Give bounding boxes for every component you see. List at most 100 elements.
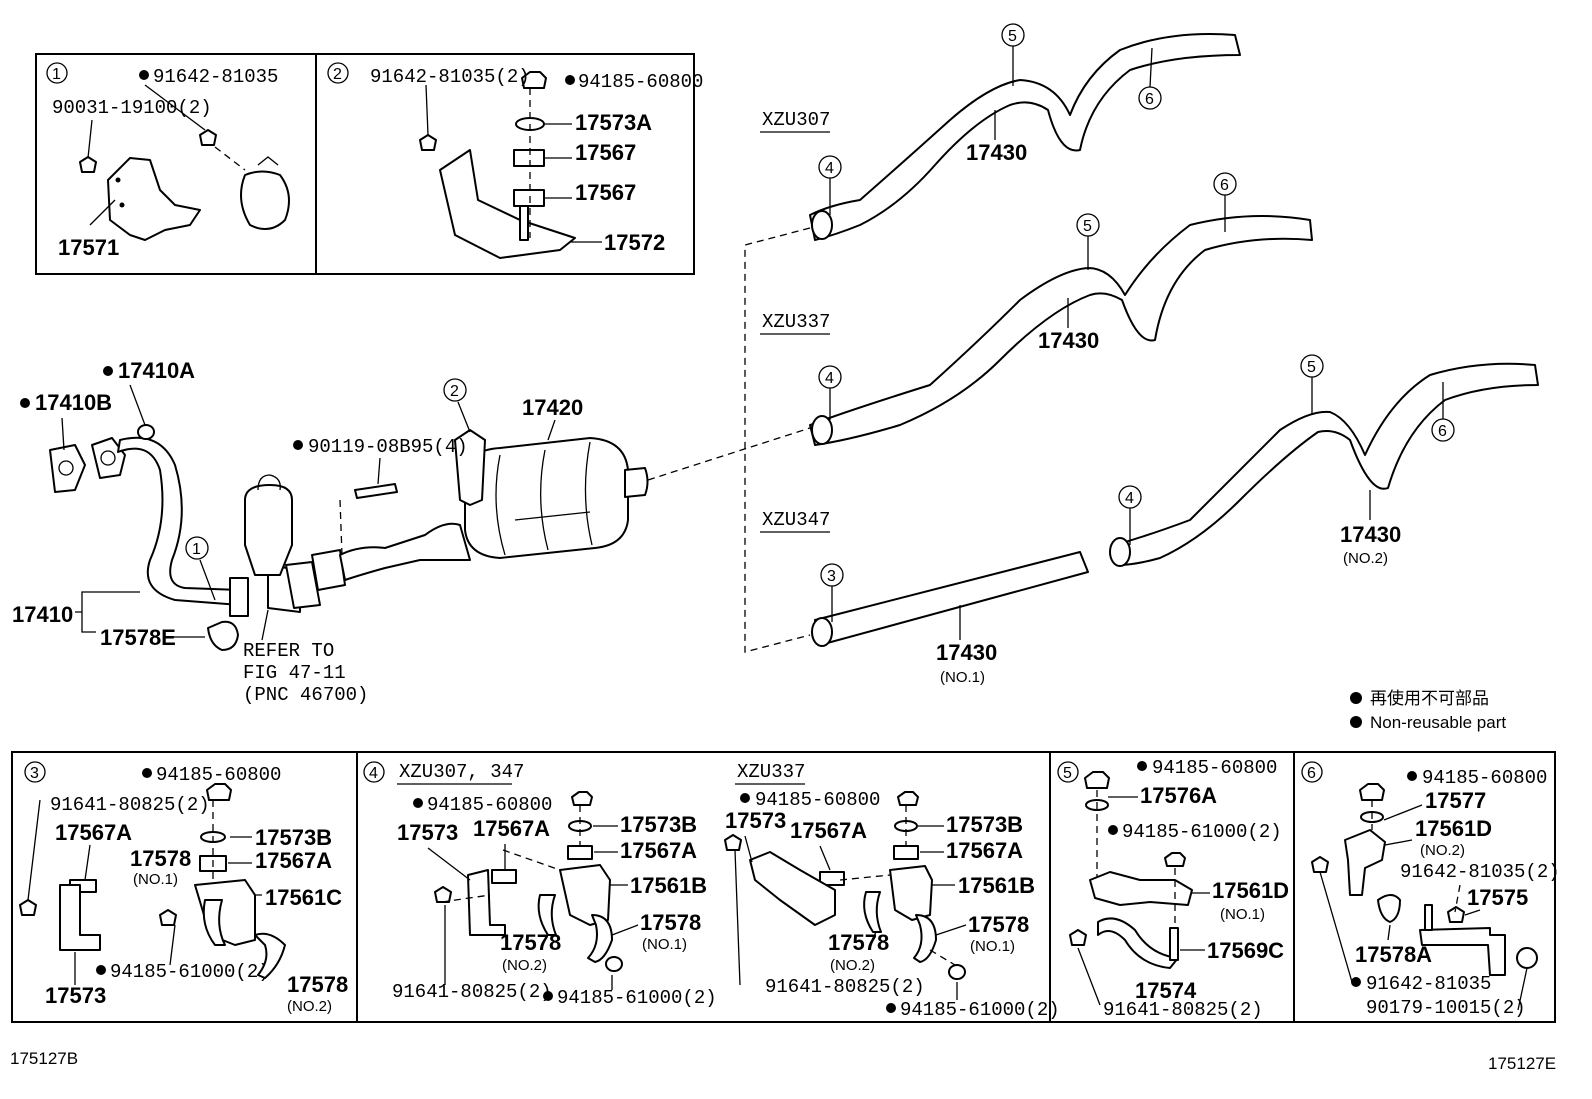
bolt-90119 — [354, 483, 398, 499]
svg-text:94185-60800: 94185-60800 — [156, 764, 281, 786]
svg-text:17561B: 17561B — [630, 873, 707, 898]
pipe-end — [811, 210, 833, 240]
svg-text:17567: 17567 — [575, 180, 636, 205]
svg-text:(NO.1): (NO.1) — [1220, 906, 1265, 923]
pipe-end — [1109, 537, 1131, 567]
nut — [897, 791, 919, 806]
svg-text:17567A: 17567A — [790, 818, 867, 843]
svg-text:94185-61000(2): 94185-61000(2) — [110, 961, 270, 983]
front-exhaust-pipe — [117, 436, 241, 606]
svg-text:5: 5 — [1008, 28, 1017, 45]
nut — [1084, 771, 1110, 789]
svg-text:(NO.1): (NO.1) — [940, 669, 985, 686]
cushion — [513, 149, 545, 167]
svg-text:17430: 17430 — [936, 640, 997, 665]
clamp-no2 — [863, 891, 882, 933]
svg-text:17571: 17571 — [58, 235, 119, 260]
bracket-17573 — [749, 851, 836, 926]
svg-text:17561C: 17561C — [265, 885, 342, 910]
svg-text:91641-80825(2): 91641-80825(2) — [50, 794, 210, 816]
gasket-17410b — [49, 444, 86, 493]
svg-text:17410: 17410 — [12, 602, 73, 627]
muffler-hanger — [454, 429, 486, 506]
svg-text:17567A: 17567A — [255, 848, 332, 873]
inset-box-1: 1 91642-81035 90031-19100(2) 17571 — [35, 53, 317, 275]
svg-text:XZU337: XZU337 — [762, 311, 830, 333]
svg-text:17573A: 17573A — [575, 110, 652, 135]
bolt — [434, 886, 452, 903]
svg-text:17561B: 17561B — [958, 873, 1035, 898]
svg-text:4: 4 — [825, 370, 834, 387]
svg-text:Non-reusable part: Non-reusable part — [1370, 713, 1506, 732]
svg-text:3: 3 — [827, 568, 836, 585]
clamp-no2 — [537, 894, 557, 936]
svg-text:6: 6 — [1438, 423, 1447, 440]
bracket-17573 — [467, 869, 506, 936]
bolt — [199, 129, 217, 146]
svg-text:(NO.1): (NO.1) — [642, 936, 687, 953]
stud — [1424, 904, 1433, 931]
svg-text:17573B: 17573B — [255, 825, 332, 850]
svg-text:91642-81035(2): 91642-81035(2) — [370, 66, 530, 88]
svg-text:4: 4 — [825, 160, 834, 177]
svg-text:17573B: 17573B — [946, 812, 1023, 837]
tail-pipe-xzu347-no2: 4 5 6 17430 (NO.2) — [1109, 354, 1539, 567]
svg-text:17430: 17430 — [1038, 328, 1099, 353]
clamp-no1 — [913, 914, 937, 963]
bracket-17574 — [1097, 917, 1179, 969]
nut-17410a — [137, 424, 155, 440]
bolt — [1447, 906, 1465, 923]
tail-pipe — [814, 551, 1089, 646]
svg-text:(NO.1): (NO.1) — [970, 938, 1015, 955]
figure-code-left: 175127B — [10, 1049, 78, 1068]
svg-text:XZU307: XZU307 — [762, 109, 830, 131]
nut — [521, 71, 547, 89]
svg-text:4: 4 — [369, 765, 378, 782]
svg-text:17567: 17567 — [575, 140, 636, 165]
svg-text:(NO.2): (NO.2) — [502, 957, 547, 974]
svg-text:17575: 17575 — [1467, 885, 1528, 910]
svg-text:91641-80825(2): 91641-80825(2) — [765, 976, 925, 998]
svg-text:91642-81035: 91642-81035 — [1366, 973, 1491, 995]
svg-text:(PNC 46700): (PNC 46700) — [243, 684, 368, 706]
svg-text:17410A: 17410A — [118, 358, 195, 383]
svg-text:17578: 17578 — [640, 910, 701, 935]
bracket-17561b — [889, 865, 933, 921]
svg-text:1: 1 — [192, 541, 201, 558]
nut — [206, 783, 232, 801]
svg-text:17567A: 17567A — [473, 816, 550, 841]
tail-pipe-xzu307: XZU307 4 5 6 17430 — [760, 23, 1241, 241]
svg-text:(NO.1): (NO.1) — [133, 871, 178, 888]
svg-text:17567A: 17567A — [620, 838, 697, 863]
svg-text:17574: 17574 — [1135, 978, 1197, 1003]
svg-text:(NO.2): (NO.2) — [287, 998, 332, 1015]
nut — [1164, 852, 1186, 867]
inset-box-3: 3 94185-60800 91641-80825(2) 17567A 1757… — [19, 761, 348, 1015]
cushion — [893, 845, 919, 860]
bolt — [1069, 929, 1087, 946]
cushion — [491, 869, 517, 884]
svg-text:91642-81035(2): 91642-81035(2) — [1400, 861, 1560, 883]
bracket-17561b — [559, 864, 611, 926]
svg-text:17430: 17430 — [966, 140, 1027, 165]
flange — [91, 437, 126, 479]
svg-text:90119-08B95(4): 90119-08B95(4) — [308, 436, 468, 458]
svg-text:4: 4 — [1125, 490, 1134, 507]
tail-pipe — [809, 215, 1313, 446]
cushion — [567, 845, 593, 860]
svg-text:90179-10015(2): 90179-10015(2) — [1366, 997, 1526, 1019]
figure-code-right: 175127E — [1488, 1054, 1556, 1073]
svg-text:17578: 17578 — [828, 930, 889, 955]
pipe-end — [811, 617, 833, 647]
legend: 再使用不可部品 Non-reusable part — [1350, 688, 1506, 732]
tail-pipe — [809, 33, 1241, 241]
svg-text:17573: 17573 — [397, 820, 458, 845]
svg-text:17578: 17578 — [287, 972, 348, 997]
svg-text:94185-61000(2): 94185-61000(2) — [557, 987, 717, 1009]
heat-insulator — [107, 157, 201, 241]
front-exhaust-pipe-assembly: 1 17410A 17410B 17410 17578E REFER TO FI… — [12, 358, 398, 706]
svg-text:17567A: 17567A — [946, 838, 1023, 863]
tail-pipe — [1114, 362, 1539, 566]
svg-text:94185-60800: 94185-60800 — [1422, 767, 1547, 789]
